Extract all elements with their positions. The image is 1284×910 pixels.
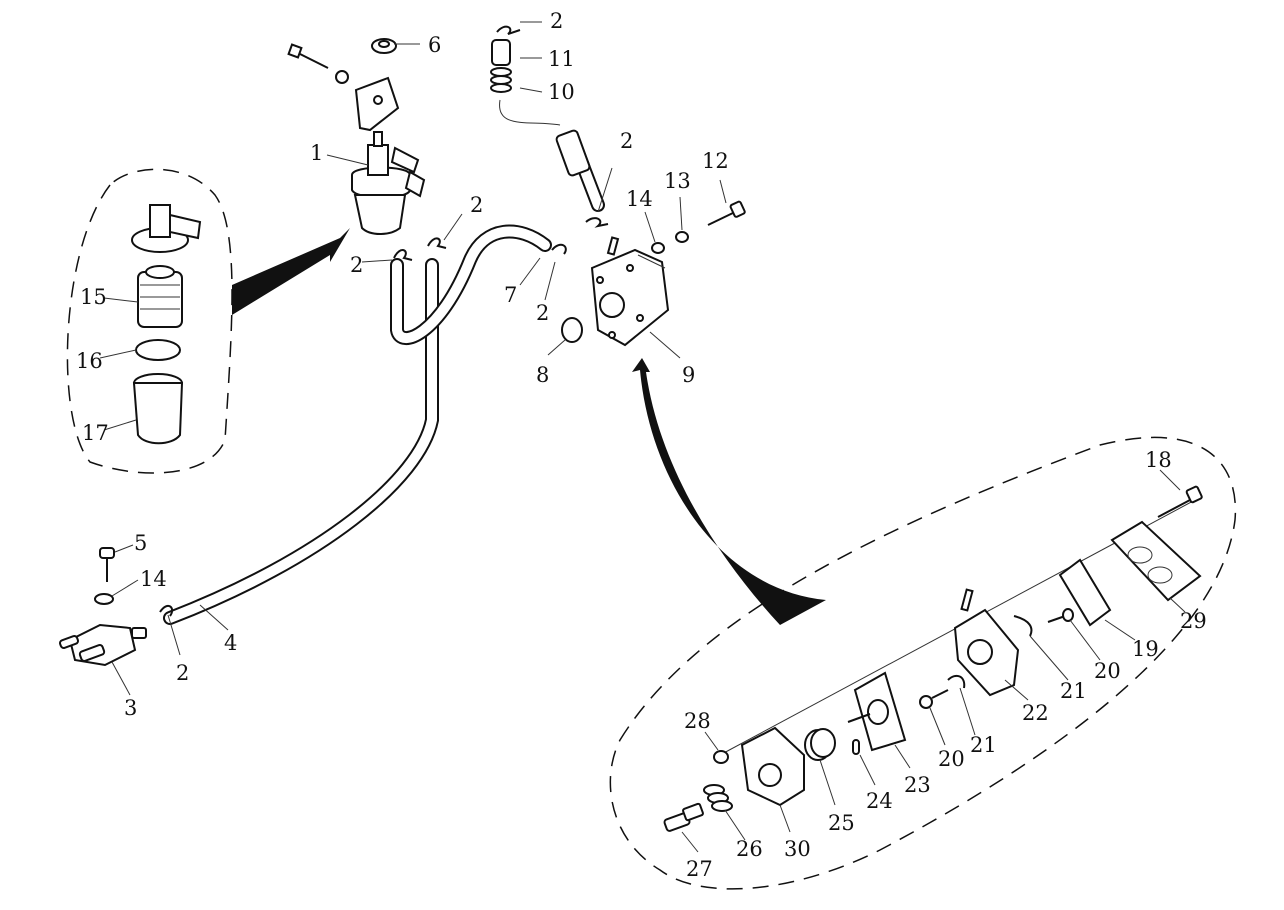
callout-7: 7 [504, 283, 517, 307]
filter-cup-17 [132, 373, 184, 445]
callout-22: 22 [1022, 701, 1049, 725]
callout-14: 14 [140, 567, 167, 591]
callout-8: 8 [536, 363, 549, 387]
nut-6 [371, 38, 397, 54]
callout-11: 11 [548, 47, 575, 71]
hose-clip-2c [551, 243, 567, 255]
pump-body-22 [953, 588, 1020, 697]
hose-clip-2d [585, 217, 609, 228]
washer-13 [675, 231, 689, 243]
callout-2: 2 [550, 9, 563, 33]
callout-6: 6 [428, 33, 441, 57]
callout-28: 28 [684, 709, 711, 733]
washer-small [335, 70, 349, 84]
filter-bracket [354, 76, 400, 132]
valve-21b [947, 674, 966, 689]
callout-2: 2 [470, 193, 483, 217]
diaphragm-19 [1058, 558, 1112, 627]
callout-2: 2 [536, 301, 549, 325]
hose-11 [491, 39, 511, 66]
callout-12: 12 [702, 149, 729, 173]
bolt-12 [707, 200, 746, 226]
callout-17: 17 [82, 421, 109, 445]
cover-plate-29 [1110, 520, 1202, 602]
callout-30: 30 [784, 837, 811, 861]
pin-24 [852, 739, 860, 755]
washer-14a [651, 242, 665, 254]
callout-9: 9 [682, 363, 695, 387]
callout-2: 2 [620, 129, 633, 153]
callout-20: 20 [938, 747, 965, 771]
filter-cap-detail [131, 204, 202, 253]
hose-clip-2e [496, 25, 521, 35]
callout-21: 21 [1060, 679, 1087, 703]
fitting-27 [663, 802, 704, 832]
fuel-hose-7 [390, 224, 552, 345]
callout-18: 18 [1145, 448, 1172, 472]
diaphragm-plate-23 [847, 671, 907, 752]
callout-10: 10 [548, 80, 575, 104]
callout-14: 14 [626, 187, 653, 211]
filter-detail-boundary [66, 168, 233, 474]
callout-2: 2 [176, 661, 189, 685]
callout-24: 24 [866, 789, 893, 813]
filter-detail-arrow [232, 228, 350, 315]
callout-5: 5 [134, 531, 147, 555]
spring-10 [490, 67, 512, 93]
callout-3: 3 [124, 696, 137, 720]
bolt-screw [287, 43, 329, 69]
hose-clip-2a [393, 249, 413, 261]
screw-20a [1047, 608, 1074, 623]
spring-25 [804, 728, 836, 761]
pump-base-30 [740, 726, 805, 807]
callout-2: 2 [350, 253, 363, 277]
spring-26 [703, 784, 733, 812]
hose-clip-2f [159, 604, 174, 617]
pump-detail-boundary [609, 436, 1237, 890]
callout-1: 1 [310, 141, 323, 165]
fuel-filter-1 [351, 131, 426, 235]
callout-23: 23 [904, 773, 931, 797]
callout-13: 13 [664, 169, 691, 193]
valve-21a [1013, 615, 1033, 637]
callout-4: 4 [224, 631, 237, 655]
pump-detail-arrow [632, 358, 826, 625]
hose-clip-2b [427, 237, 447, 249]
filter-element-15 [137, 265, 183, 328]
screw-20b [919, 689, 949, 709]
screw-18 [1157, 485, 1203, 518]
callout-21: 21 [970, 733, 997, 757]
fuel-connector-3 [59, 623, 147, 667]
callout-20: 20 [1094, 659, 1121, 683]
fuel-hose-4 [163, 258, 439, 625]
hose-guide-line [499, 99, 561, 126]
callout-labels: 1 2 2 2 2 2 2 3 4 5 6 7 8 9 10 11 12 13 … [76, 9, 1207, 881]
fuel-connector-upper [555, 129, 591, 177]
leader-lines [99, 21, 1186, 853]
washer-14b [94, 593, 114, 605]
callout-25: 25 [828, 811, 855, 835]
screw-5 [99, 547, 115, 582]
callout-16: 16 [76, 349, 103, 373]
o-ring-16 [135, 339, 181, 361]
callout-15: 15 [80, 285, 107, 309]
callout-29: 29 [1180, 609, 1207, 633]
callout-27: 27 [686, 857, 713, 881]
callout-19: 19 [1132, 637, 1159, 661]
o-ring-8 [561, 317, 583, 343]
fuel-pump-9 [590, 236, 670, 347]
nut-28 [713, 750, 729, 764]
callout-26: 26 [736, 837, 763, 861]
